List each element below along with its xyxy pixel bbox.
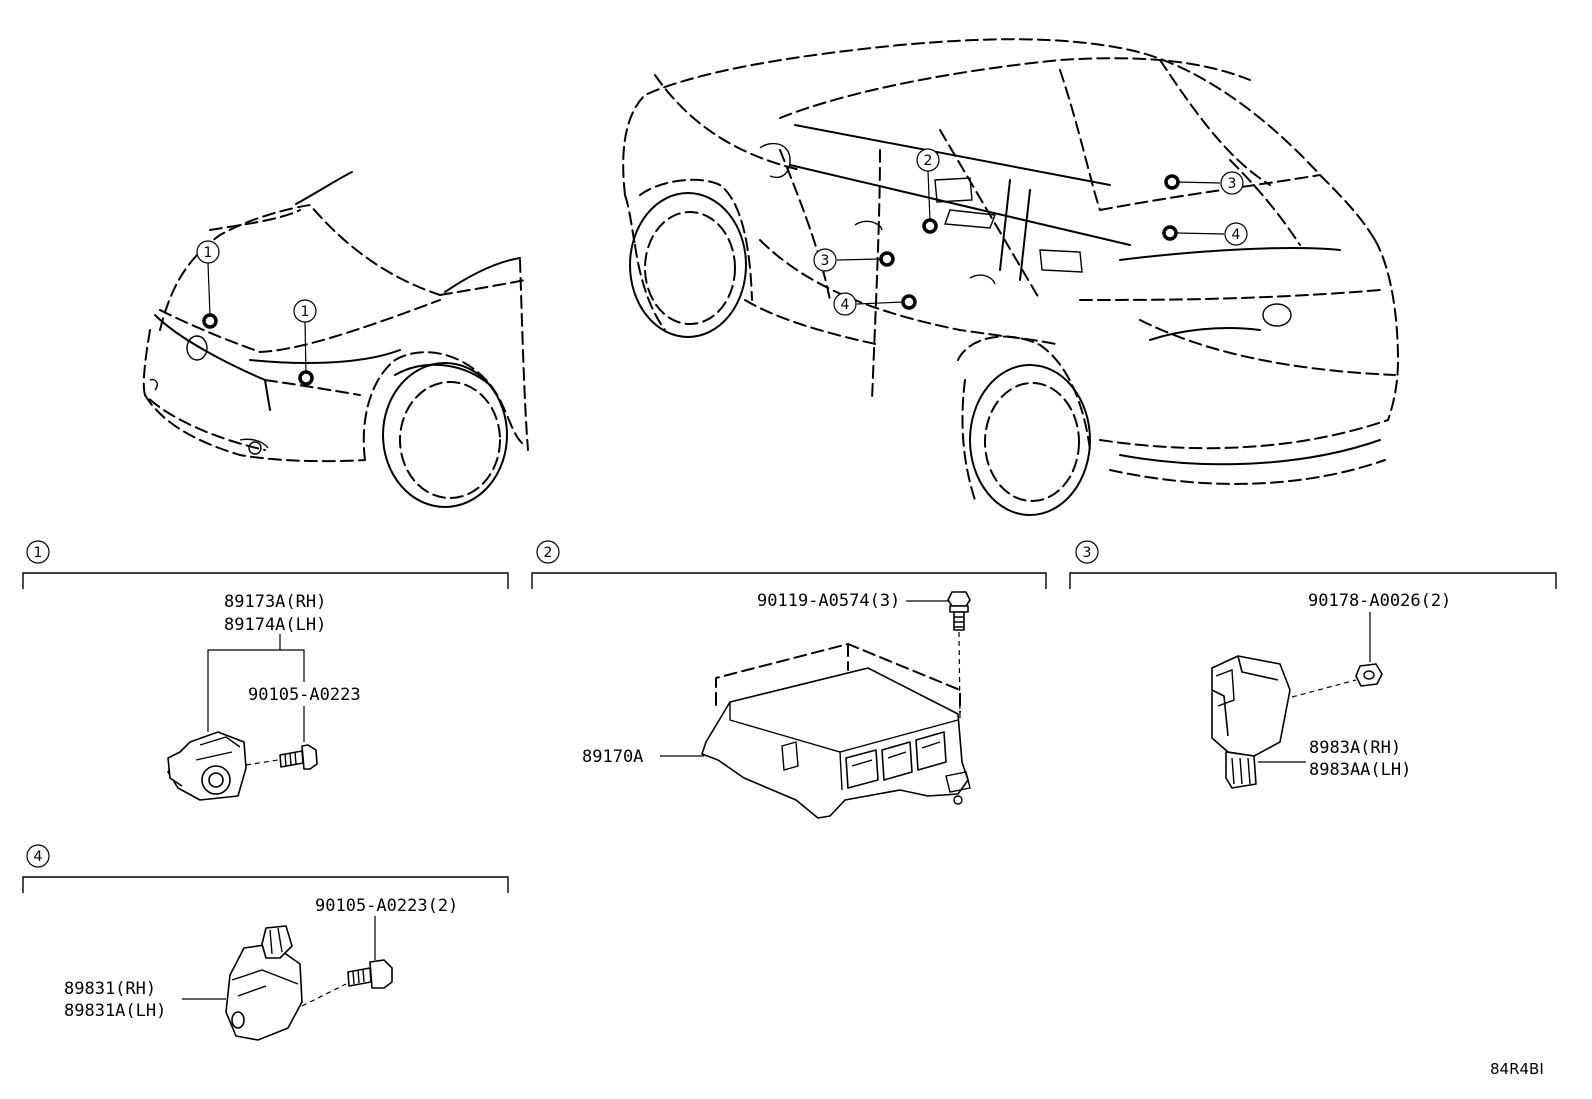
svg-text:1: 1 (204, 245, 213, 261)
callout-4-front: 4 (833, 292, 857, 316)
callout-1b: 1 (293, 299, 317, 323)
section-4: 4 90105-A0223(2) 89831(RH) 89831A(LH) (22, 844, 509, 1041)
front-impact-sensor-drawing (167, 731, 247, 801)
part-90105-A0223: 90105-A0223 (248, 685, 361, 705)
side-impact-sensor-drawing (1211, 655, 1291, 789)
part-89173A-rh: 89173A(RH) (224, 592, 326, 612)
part-89831A-lh: 89831A(LH) (64, 1001, 166, 1021)
location-dot-4-rear (1162, 225, 1178, 241)
part-8983A-rh: 8983A(RH) (1309, 738, 1401, 758)
svg-text:1: 1 (301, 304, 310, 320)
location-dot-4-front (901, 294, 917, 310)
callout-3-front: 3 (813, 248, 837, 272)
part-89170A: 89170A (582, 747, 643, 767)
callout-1a: 1 (196, 240, 220, 264)
svg-text:1: 1 (34, 545, 43, 561)
svg-text:2: 2 (924, 153, 933, 169)
section-3-bracket (1069, 572, 1557, 589)
part-90178-A0026: 90178-A0026(2) (1308, 591, 1451, 611)
location-dot-3-rear (1164, 174, 1180, 190)
airbag-ecu-drawing (701, 667, 971, 819)
section-2-bracket (531, 572, 1047, 589)
part-89831-rh: 89831(RH) (64, 979, 156, 999)
section-3-number: 3 (1075, 540, 1099, 564)
location-dot-1b (298, 370, 314, 386)
section-2-number: 2 (536, 540, 560, 564)
section-2: 2 90119-A0574(3) 89170A (531, 540, 1047, 819)
location-dot-1a (202, 313, 218, 329)
callout-4-rear: 4 (1224, 222, 1248, 246)
part-90119-A0574: 90119-A0574(3) (757, 591, 900, 611)
nut-90178-drawing (1355, 663, 1383, 687)
svg-text:4: 4 (1232, 227, 1241, 243)
rear-impact-sensor-drawing (225, 925, 303, 1041)
bolt-90105-drawing (279, 744, 318, 770)
location-dot-2 (922, 218, 938, 234)
bolt-90119-drawing (947, 591, 971, 631)
svg-text:3: 3 (1228, 176, 1237, 192)
svg-text:2: 2 (544, 545, 553, 561)
svg-text:3: 3 (1083, 545, 1092, 561)
front-vehicle-illustration (142, 171, 529, 508)
illustration-code: 84R4BI (1490, 1060, 1544, 1078)
section-3: 3 90178-A0026(2) 8983A(RH) 8983AA(LH) (1069, 540, 1557, 789)
location-markers: 1 1 2 3 4 3 4 (196, 148, 1248, 386)
svg-text:3: 3 (821, 253, 830, 269)
callout-2: 2 (916, 148, 940, 172)
section-1-number: 1 (26, 540, 50, 564)
part-8983AA-lh: 8983AA(LH) (1309, 760, 1411, 780)
location-dot-3-front (879, 251, 895, 267)
part-90105-A0223-qty2: 90105-A0223(2) (315, 896, 458, 916)
section-1: 1 89173A(RH) 89174A(LH) 90105-A0223 (22, 540, 509, 801)
rear-vehicle-illustration (622, 38, 1399, 516)
section-1-bracket (22, 572, 509, 589)
section-4-number: 4 (26, 844, 50, 868)
svg-text:4: 4 (841, 297, 850, 313)
bolt-90105-qty2-drawing (347, 959, 393, 989)
part-89174A-lh: 89174A(LH) (224, 615, 326, 635)
section-4-bracket (22, 876, 509, 893)
svg-text:4: 4 (34, 849, 43, 865)
callout-3-rear: 3 (1220, 171, 1244, 195)
